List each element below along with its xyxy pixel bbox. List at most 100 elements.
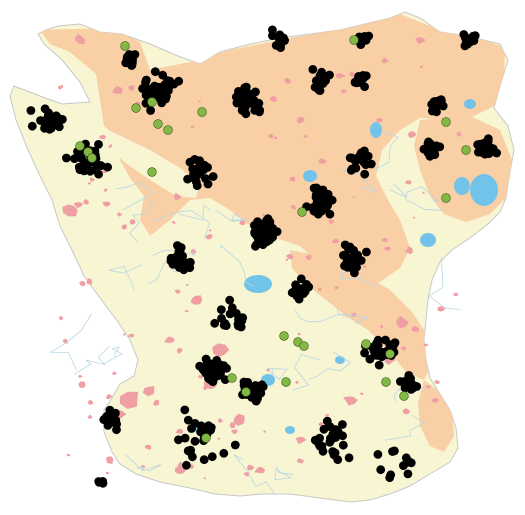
site-marker-black[interactable] bbox=[360, 146, 369, 156]
site-marker-black[interactable] bbox=[209, 373, 219, 382]
site-marker-black[interactable] bbox=[123, 55, 132, 65]
site-marker-black[interactable] bbox=[373, 450, 383, 459]
site-marker-green[interactable] bbox=[441, 117, 451, 127]
site-marker-black[interactable] bbox=[311, 205, 321, 214]
site-marker-black[interactable] bbox=[406, 458, 416, 468]
site-marker-black[interactable] bbox=[385, 473, 395, 483]
site-marker-black[interactable] bbox=[409, 381, 419, 391]
site-marker-black[interactable] bbox=[191, 177, 201, 187]
site-marker-black[interactable] bbox=[339, 250, 348, 260]
site-marker-black[interactable] bbox=[427, 100, 437, 109]
site-marker-black[interactable] bbox=[26, 106, 36, 115]
site-marker-black[interactable] bbox=[275, 30, 285, 40]
site-marker-black[interactable] bbox=[356, 33, 366, 43]
site-marker-black[interactable] bbox=[166, 256, 176, 266]
site-marker-black[interactable] bbox=[221, 321, 231, 330]
site-marker-black[interactable] bbox=[276, 43, 285, 52]
site-marker-black[interactable] bbox=[477, 139, 487, 149]
site-marker-black[interactable] bbox=[463, 39, 472, 49]
site-marker-black[interactable] bbox=[355, 76, 364, 85]
site-marker-black[interactable] bbox=[141, 90, 151, 100]
site-marker-green[interactable] bbox=[381, 377, 391, 387]
site-marker-black[interactable] bbox=[185, 157, 195, 167]
site-marker-black[interactable] bbox=[77, 154, 86, 163]
site-marker-black[interactable] bbox=[340, 240, 350, 250]
site-marker-black[interactable] bbox=[268, 223, 278, 233]
site-marker-black[interactable] bbox=[385, 340, 395, 350]
site-marker-green[interactable] bbox=[299, 341, 309, 351]
site-marker-green[interactable] bbox=[441, 193, 451, 203]
site-marker-black[interactable] bbox=[188, 164, 198, 174]
site-marker-green[interactable] bbox=[399, 391, 409, 401]
site-marker-black[interactable] bbox=[177, 252, 187, 261]
site-marker-black[interactable] bbox=[350, 249, 360, 258]
site-marker-black[interactable] bbox=[251, 241, 260, 251]
site-marker-green[interactable] bbox=[241, 387, 251, 397]
site-marker-black[interactable] bbox=[300, 287, 310, 297]
site-marker-black[interactable] bbox=[365, 354, 375, 364]
site-marker-black[interactable] bbox=[203, 424, 213, 434]
site-marker-black[interactable] bbox=[146, 106, 156, 115]
site-marker-black[interactable] bbox=[40, 104, 50, 114]
site-marker-black[interactable] bbox=[150, 81, 160, 91]
site-marker-black[interactable] bbox=[388, 447, 397, 456]
site-marker-black[interactable] bbox=[366, 159, 376, 169]
site-marker-black[interactable] bbox=[259, 219, 268, 229]
site-marker-black[interactable] bbox=[296, 274, 306, 284]
site-marker-black[interactable] bbox=[253, 226, 263, 236]
site-marker-black[interactable] bbox=[353, 155, 363, 164]
site-marker-black[interactable] bbox=[356, 256, 366, 265]
site-marker-black[interactable] bbox=[360, 348, 369, 358]
site-marker-green[interactable] bbox=[349, 35, 359, 45]
site-marker-black[interactable] bbox=[186, 257, 195, 267]
site-marker-black[interactable] bbox=[338, 440, 348, 450]
site-marker-black[interactable] bbox=[325, 437, 335, 447]
site-marker-black[interactable] bbox=[219, 448, 229, 458]
site-marker-black[interactable] bbox=[329, 450, 339, 460]
site-marker-black[interactable] bbox=[141, 78, 150, 87]
site-marker-black[interactable] bbox=[196, 167, 205, 177]
site-marker-black[interactable] bbox=[435, 97, 445, 107]
site-marker-black[interactable] bbox=[327, 195, 337, 205]
site-marker-green[interactable] bbox=[361, 339, 371, 349]
site-marker-black[interactable] bbox=[207, 452, 217, 462]
site-marker-black[interactable] bbox=[403, 469, 413, 479]
site-marker-black[interactable] bbox=[377, 348, 387, 358]
site-marker-green[interactable] bbox=[297, 207, 307, 217]
site-marker-black[interactable] bbox=[216, 305, 226, 314]
site-marker-black[interactable] bbox=[238, 313, 248, 323]
site-marker-black[interactable] bbox=[232, 309, 241, 318]
site-marker-green[interactable] bbox=[147, 97, 157, 107]
site-marker-black[interactable] bbox=[96, 161, 106, 171]
site-marker-black[interactable] bbox=[319, 424, 329, 434]
site-marker-black[interactable] bbox=[108, 410, 118, 420]
site-marker-black[interactable] bbox=[103, 421, 113, 430]
site-marker-black[interactable] bbox=[255, 107, 264, 117]
site-marker-green[interactable] bbox=[461, 145, 471, 155]
site-marker-black[interactable] bbox=[201, 354, 211, 364]
site-marker-black[interactable] bbox=[254, 98, 264, 108]
site-marker-black[interactable] bbox=[404, 371, 414, 380]
site-marker-black[interactable] bbox=[268, 25, 277, 35]
site-marker-black[interactable] bbox=[173, 261, 183, 271]
site-marker-black[interactable] bbox=[362, 247, 371, 257]
site-marker-black[interactable] bbox=[360, 169, 370, 179]
site-marker-black[interactable] bbox=[338, 431, 347, 441]
site-marker-black[interactable] bbox=[70, 154, 79, 164]
site-marker-black[interactable] bbox=[241, 82, 251, 92]
site-marker-green[interactable] bbox=[279, 331, 289, 341]
site-marker-black[interactable] bbox=[199, 455, 209, 465]
site-marker-green[interactable] bbox=[87, 153, 97, 163]
site-marker-black[interactable] bbox=[314, 439, 323, 448]
site-marker-black[interactable] bbox=[245, 98, 255, 108]
site-marker-black[interactable] bbox=[346, 165, 356, 175]
site-marker-green[interactable] bbox=[197, 107, 207, 117]
site-marker-green[interactable] bbox=[281, 377, 291, 387]
site-marker-green[interactable] bbox=[147, 167, 157, 177]
site-marker-black[interactable] bbox=[90, 165, 100, 175]
site-marker-black[interactable] bbox=[205, 365, 215, 375]
site-marker-black[interactable] bbox=[182, 460, 191, 470]
site-marker-green[interactable] bbox=[120, 41, 130, 51]
site-markers[interactable] bbox=[26, 25, 502, 488]
